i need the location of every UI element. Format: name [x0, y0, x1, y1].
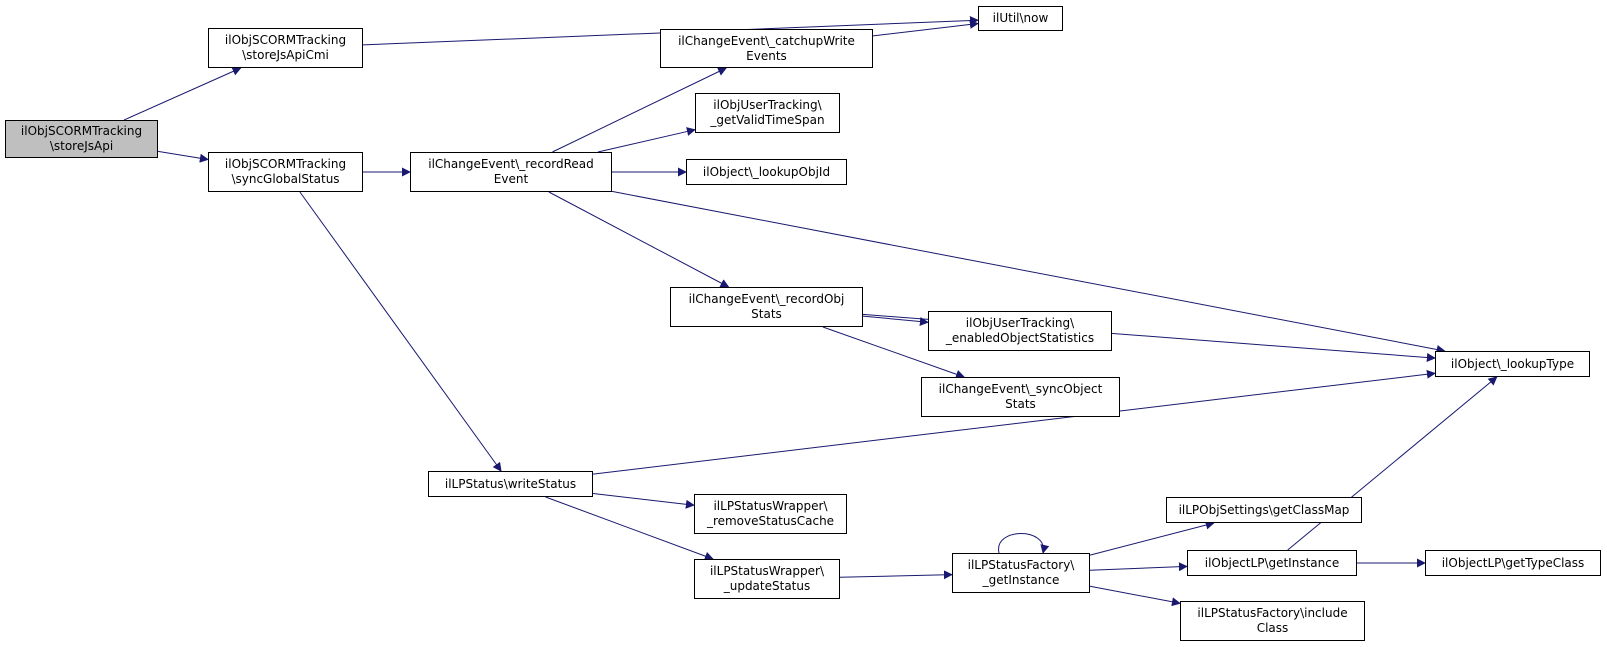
edge-recordReadEvent-to-lookupType: [611, 190, 1446, 354]
node-syncObjectStats[interactable]: ilChangeEvent\_syncObject Stats: [921, 377, 1120, 417]
node-getTypeClass[interactable]: ilObjectLP\getTypeClass: [1425, 550, 1601, 576]
edge-statusFactoryGetInstance-to-objectLPGetInstance: [1089, 562, 1188, 572]
edge-statusFactoryGetInstance-to-statusFactoryGetInstance: [998, 533, 1050, 554]
edge-writeStatus-to-removeStatusCache: [592, 493, 695, 509]
edge-updateStatus-to-statusFactoryGetInstance: [839, 570, 953, 580]
node-lookupObjId[interactable]: ilObject\_lookupObjId: [686, 159, 847, 185]
edge-objectLPGetInstance-to-lookupType: [1287, 376, 1498, 551]
edge-statusFactoryGetInstance-to-getClassMap: [1089, 520, 1215, 556]
edge-catchupWriteEvents-to-utilNow: [872, 19, 979, 37]
node-objectLPGetInstance[interactable]: ilObjectLP\getInstance: [1187, 550, 1357, 576]
node-removeStatusCache[interactable]: ilLPStatusWrapper\ _removeStatusCache: [694, 494, 847, 534]
node-updateStatus[interactable]: ilLPStatusWrapper\ _updateStatus: [694, 559, 840, 599]
node-recordReadEvent[interactable]: ilChangeEvent\_recordRead Event: [410, 152, 612, 192]
node-storeJsApi: ilObjSCORMTracking \storeJsApi: [5, 120, 158, 158]
node-catchupWriteEvents[interactable]: ilChangeEvent\_catchupWrite Events: [660, 29, 873, 68]
edge-recordReadEvent-to-catchupWriteEvents: [552, 67, 728, 153]
edge-storeJsApi-to-syncGlobalStatus: [157, 150, 209, 163]
node-includeClass[interactable]: ilLPStatusFactory\include Class: [1180, 601, 1365, 641]
node-utilNow[interactable]: ilUtil\now: [978, 6, 1063, 31]
node-lookupType[interactable]: ilObject\_lookupType: [1435, 351, 1590, 377]
node-recordObjStats[interactable]: ilChangeEvent\_recordObj Stats: [670, 287, 863, 327]
edge-syncGlobalStatus-to-writeStatus: [299, 191, 502, 472]
node-statusFactoryGetInstance[interactable]: ilLPStatusFactory\ _getInstance: [952, 553, 1090, 593]
node-writeStatus[interactable]: ilLPStatus\writeStatus: [428, 471, 593, 497]
edge-statusFactoryGetInstance-to-includeClass: [1089, 585, 1181, 607]
node-storeJsApiCmi[interactable]: ilObjSCORMTracking \storeJsApiCmi: [208, 28, 363, 68]
edge-recordObjStats-to-syncObjectStats: [822, 326, 965, 379]
edge-recordReadEvent-to-recordObjStats: [548, 191, 730, 288]
node-enabledObjectStatistics[interactable]: ilObjUserTracking\ _enabledObjectStatist…: [928, 311, 1112, 351]
node-getValidTimeSpan[interactable]: ilObjUserTracking\ _getValidTimeSpan: [695, 93, 840, 133]
edge-writeStatus-to-lookupType: [592, 369, 1436, 475]
edge-storeJsApi-to-storeJsApiCmi: [123, 67, 242, 121]
node-syncGlobalStatus[interactable]: ilObjSCORMTracking \syncGlobalStatus: [208, 152, 363, 192]
edge-writeStatus-to-updateStatus: [545, 496, 714, 561]
edge-recordObjStats-to-enabledObjectStatistics: [862, 315, 929, 327]
edge-recordReadEvent-to-getValidTimeSpan: [597, 127, 696, 153]
node-getClassMap[interactable]: ilLPObjSettings\getClassMap: [1166, 497, 1362, 523]
